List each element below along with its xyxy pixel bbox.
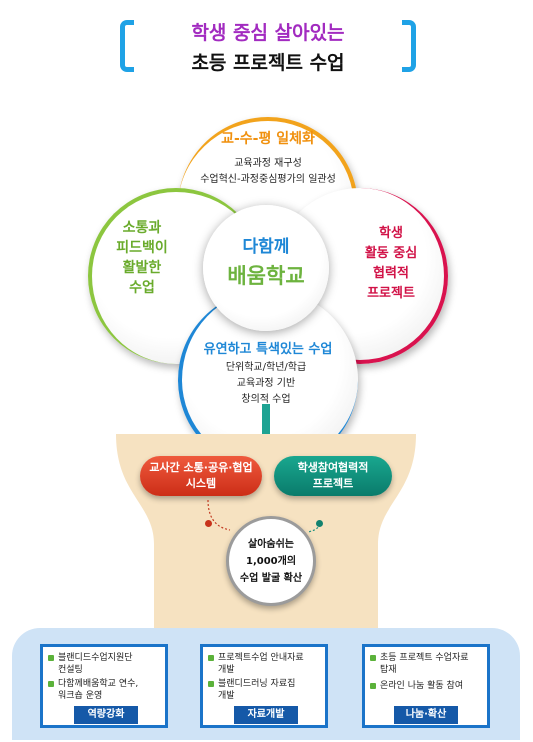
- left-circle-line: 활발한: [122, 260, 162, 276]
- list-item-line: 워크숍 운영: [58, 691, 103, 701]
- right-circle-line: 학생: [379, 226, 403, 241]
- title-left-bracket: [120, 20, 134, 72]
- hub-line: 수업 발굴 확산: [239, 573, 303, 584]
- panel-sharing: [362, 644, 490, 728]
- bullet-icon: [208, 681, 214, 687]
- pill-line: 프로젝트: [312, 477, 354, 490]
- panel-label-sharing: 나눔·확산: [394, 706, 458, 724]
- list-item: 온라인 나눔 활동 참여: [370, 680, 486, 692]
- list-item-line: 프로젝트수업 안내자료: [218, 653, 304, 663]
- list-item: 초등 프로젝트 수업자료 탑재: [370, 652, 486, 676]
- center-title-line2: 배움학교: [227, 264, 305, 288]
- list-item-text: 온라인 나눔 활동 참여: [380, 680, 463, 692]
- center-title-line1: 다함께: [242, 237, 290, 257]
- panel-label-capacity: 역량강화: [74, 706, 138, 724]
- hub-line: 살아숨쉬는: [248, 539, 294, 550]
- top-circle-heading: 교-수-평 일체화: [221, 131, 315, 147]
- title-line2: 초등 프로젝트 수업: [191, 52, 345, 74]
- list-item-text: 프로젝트수업 안내자료 개발: [218, 652, 304, 676]
- left-circle-line: 소통과: [122, 220, 162, 236]
- list-item: 블랜디드수업지원단 컨설팅: [48, 652, 164, 676]
- hub-line: 1,000개의: [245, 556, 297, 567]
- bullet-icon: [48, 681, 54, 687]
- student-project-pill: 학생참여협력적 프로젝트: [274, 456, 392, 496]
- red-connector-dot: [205, 520, 212, 527]
- right-circle-line: 프로젝트: [367, 286, 415, 301]
- list-item-line: 초등 프로젝트 수업자료: [380, 653, 469, 663]
- list-item-text: 블랜디드러닝 자료집 개발: [218, 678, 295, 702]
- connector-stem: [262, 404, 270, 436]
- bottom-circle-line: 단위학교/학년/학급: [225, 362, 307, 373]
- left-circle-text: 소통과 피드백이 활발한 수업: [96, 218, 188, 298]
- collaboration-system-pill: 교사간 소통·공유·협업 시스템: [140, 456, 262, 496]
- top-circle-line: 교육과정 재구성: [234, 158, 302, 169]
- right-circle-line: 협력적: [373, 266, 409, 281]
- circle-center: [203, 205, 329, 331]
- list-item-line: 개발: [218, 665, 235, 675]
- list-item: 다함께배움학교 연수, 워크숍 운영: [48, 678, 164, 702]
- right-circle-line: 활동 중심: [364, 246, 418, 261]
- list-item: 프로젝트수업 안내자료 개발: [208, 652, 324, 676]
- panel-label-materials: 자료개발: [234, 706, 298, 724]
- right-circle-text: 학생 활동 중심 협력적 프로젝트: [344, 224, 438, 304]
- panel-materials: [200, 644, 328, 728]
- title-line1: 학생 중심 살아있는: [191, 22, 345, 44]
- lessons-hub-circle: [226, 516, 316, 606]
- list-item-line: 다함께배움학교 연수,: [58, 679, 139, 689]
- bottom-circle-line: 창의적 수업: [241, 394, 291, 405]
- pill-line: 시스템: [185, 477, 217, 490]
- list-item-line: 컨설팅: [58, 665, 83, 675]
- bullet-icon: [370, 655, 376, 661]
- bullet-icon: [208, 655, 214, 661]
- list-item-line: 블랜디드수업지원단: [58, 653, 133, 663]
- list-item-text: 초등 프로젝트 수업자료 탑재: [380, 652, 469, 676]
- bullet-icon: [370, 683, 376, 689]
- list-item-text: 다함께배움학교 연수, 워크숍 운영: [58, 678, 138, 702]
- list-item-line: 온라인 나눔 활동 참여: [380, 681, 464, 691]
- list-item-line: 개발: [218, 691, 235, 701]
- list-item-line: 블랜디드러닝 자료집: [218, 679, 296, 689]
- list-item-line: 탑재: [380, 665, 397, 675]
- left-circle-line: 수업: [129, 280, 155, 296]
- bottom-circle-heading: 유연하고 특색있는 수업: [203, 342, 333, 357]
- list-item: 블랜디드러닝 자료집 개발: [208, 678, 324, 702]
- teal-connector-dot: [316, 520, 323, 527]
- left-circle-line: 피드백이: [116, 240, 168, 256]
- title-right-bracket: [402, 20, 416, 72]
- top-circle-line: 수업혁신-과정중심평가의 일관성: [200, 174, 336, 185]
- pill-line: 교사간 소통·공유·협업: [149, 461, 253, 474]
- pill-line: 학생참여협력적: [297, 461, 369, 474]
- bottom-circle-line: 교육과정 기반: [236, 378, 296, 389]
- bullet-icon: [48, 655, 54, 661]
- list-item-text: 블랜디드수업지원단 컨설팅: [58, 652, 133, 676]
